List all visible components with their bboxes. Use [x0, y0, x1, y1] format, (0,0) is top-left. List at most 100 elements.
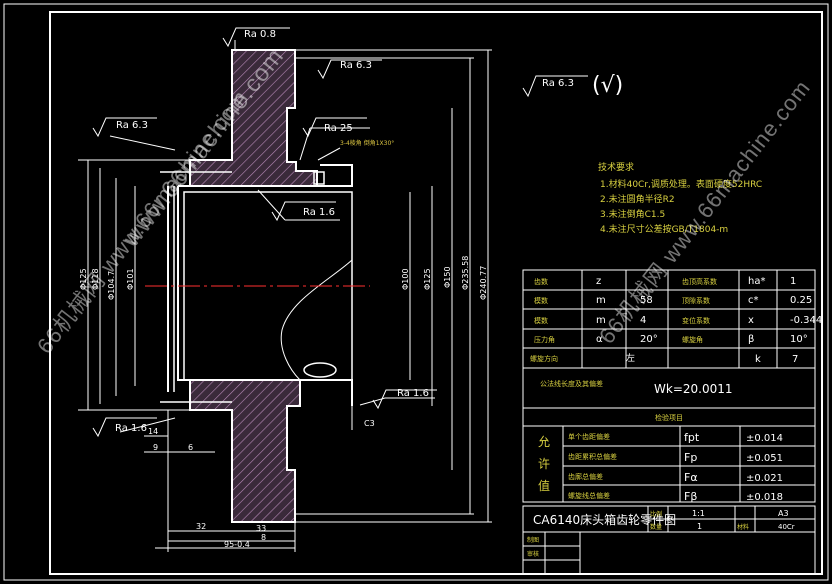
dim-d100: Φ100 [401, 268, 410, 290]
inspect-item: 齿廓总偏差 [568, 472, 603, 481]
dim-d104: Φ104.7 [107, 271, 116, 300]
tech-req-item: 3.未注倒角C1.5 [600, 208, 665, 220]
tech-req-item: 4.未注尺寸公差按GB/T1804-m [600, 223, 728, 235]
tech-req-list: 1.材料40Cr,调质处理。表面硬度52HRC 2.未注圆角半径R2 3.未注倒角C… [600, 178, 762, 235]
param-cell: 齿数 [534, 277, 548, 286]
break-out-line [280, 259, 353, 381]
wk-value: Wk=20.0011 [654, 382, 733, 396]
dim-32: 32 [196, 522, 206, 531]
inspect-symbol: fpt [684, 431, 700, 444]
param-cell: 1 [790, 276, 796, 287]
diameter-dimensions-right [295, 49, 492, 523]
gear-section-upper [189, 49, 318, 187]
inspect-item: 齿距累积总偏差 [568, 452, 617, 461]
inspect-value: ±0.018 [746, 492, 783, 503]
title-block-qty: 1 [697, 522, 702, 531]
ra-0-8-label: Ra 0.8 [244, 29, 276, 40]
param-cell: 0.25 [790, 295, 812, 306]
dim-d118: Φ118 [91, 268, 100, 290]
ra-6-3-top-label: Ra 6.3 [340, 60, 372, 71]
tech-req-item: 1.材料40Cr,调质处理。表面硬度52HRC [600, 178, 762, 190]
chamfer-note: 3-4棱角 倒角1X30° [340, 139, 394, 147]
param-cell: 顶隙系数 [682, 296, 710, 305]
inspect-item: 螺旋线总偏差 [568, 491, 610, 500]
dim-d125-left: Φ125 [79, 268, 88, 290]
param-cell: 模数 [534, 316, 548, 325]
ra-25-label: Ra 25 [324, 123, 353, 134]
param-cell: β [748, 334, 754, 345]
inspect-value: ±0.014 [746, 433, 783, 444]
param-cell: 58 [640, 295, 653, 306]
param-cell: 齿顶高系数 [682, 277, 717, 286]
general-check-mark: (√) [592, 73, 623, 98]
inspection-cells: 单个齿距偏差 fpt ±0.014 齿距累积总偏差 Fp ±0.051 齿廓总偏差 Fα ±0.… [568, 431, 783, 503]
param-cell: 螺旋角 [682, 335, 703, 344]
title-block-material: 40Cr [778, 523, 795, 531]
param-cell: 10° [790, 334, 808, 345]
diameter-dimensions-left [78, 159, 190, 411]
inspect-symbol: Fα [684, 471, 698, 484]
param-cell: 左 [626, 352, 635, 364]
tech-req-item: 2.未注圆角半径R2 [600, 193, 675, 205]
side-label-char: 允 [538, 434, 550, 449]
inspect-value: ±0.021 [746, 473, 783, 484]
dim-c3: C3 [364, 419, 375, 428]
leader-lines [109, 40, 435, 433]
oil-hole [303, 362, 337, 378]
dim-d240: Φ240.77 [479, 266, 488, 300]
dim-d101: Φ101 [126, 268, 135, 290]
dim-95: 95-0.4 [224, 540, 250, 549]
dim-9: 9 [153, 443, 158, 452]
param-cell: 4 [640, 315, 646, 326]
dim-d125: Φ125 [423, 268, 432, 290]
param-cell: -0.344 [790, 315, 822, 326]
inner-border [49, 11, 823, 575]
param-cell: 7 [792, 354, 798, 365]
outer-border [3, 3, 829, 581]
wk-span-label: 公法线长度及其偏差 [540, 379, 603, 388]
dim-6: 6 [188, 443, 193, 452]
dim-14: 14 [148, 427, 158, 436]
param-cell: m [596, 315, 606, 326]
ra-6-3-left-label: Ra 6.3 [116, 120, 148, 131]
tolerance-side-label: 允许值 [538, 434, 550, 493]
ra-6-3-general-label: Ra 6.3 [542, 78, 574, 89]
param-cell: α [596, 334, 603, 345]
param-cell: 变位系数 [682, 316, 710, 325]
oil-groove [313, 171, 325, 185]
param-cell: x [748, 315, 754, 326]
ra-1-6-bore-label: Ra 1.6 [303, 207, 335, 218]
inspect-item: 单个齿距偏差 [568, 432, 610, 441]
tech-req-title: 技术要求 [598, 161, 634, 173]
param-cell: c* [748, 295, 759, 306]
dim-d150: Φ150 [443, 266, 452, 288]
dim-8: 8 [261, 533, 266, 542]
inspect-title: 检验项目 [655, 413, 683, 422]
param-cell: 压力角 [534, 335, 555, 344]
param-cell: 螺旋方向 [530, 354, 558, 363]
label-material: 材料 [737, 523, 749, 531]
roughness-symbols [92, 27, 588, 438]
title-block-sheet: A3 [778, 509, 789, 518]
param-cell: k [755, 354, 761, 365]
title-block [522, 505, 816, 575]
param-cell: m [596, 295, 606, 306]
side-label-char: 许 [538, 457, 550, 471]
width-dimensions [144, 406, 353, 552]
label-drawn: 制图 [527, 536, 539, 544]
inspect-value: ±0.051 [746, 453, 783, 464]
ra-1-6-left-label: Ra 1.6 [115, 423, 147, 434]
label-qty: 数量 [650, 523, 662, 531]
param-cell: 模数 [534, 296, 548, 305]
inspect-symbol: Fβ [684, 490, 697, 503]
side-label-char: 值 [538, 478, 550, 493]
param-cell: ha* [748, 276, 765, 287]
inspect-symbol: Fp [684, 451, 697, 464]
dim-d235: Φ235.58 [461, 256, 470, 290]
param-cell: 20° [640, 334, 658, 345]
param-cell: z [596, 276, 601, 287]
label-check: 审核 [527, 550, 539, 558]
ra-1-6-right-label: Ra 1.6 [397, 388, 429, 399]
